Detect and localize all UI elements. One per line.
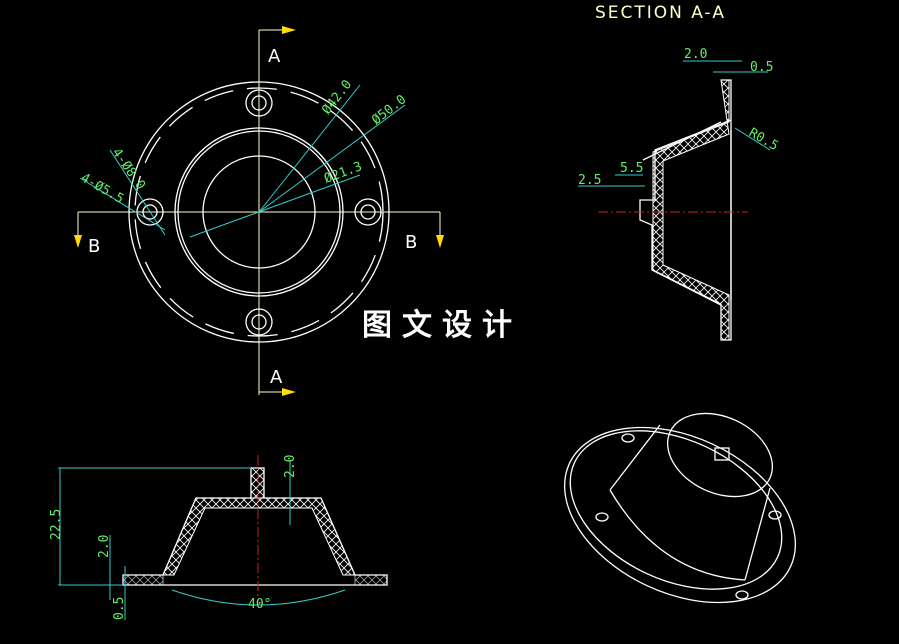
dim-section-2-0: 2.0 — [684, 47, 707, 62]
front-view: 22.5 2.0 2.0 0.5 40° — [49, 455, 388, 620]
dim-4-holes-8: 4-Ø8.0 — [109, 146, 148, 193]
dim-dia-21-3: Ø21.3 — [322, 159, 364, 186]
dim-flange-2-0: 2.0 — [97, 535, 112, 558]
dim-section-5-5: 5.5 — [620, 161, 643, 176]
dim-top-thickness-2-0: 2.0 — [283, 455, 298, 478]
dim-radius-0-5: R0.5 — [746, 125, 781, 154]
section-mark-a-top: A — [268, 46, 281, 67]
dim-flange-0-5: 0.5 — [112, 597, 127, 620]
isometric-view — [563, 412, 797, 604]
dim-section-2-5: 2.5 — [578, 173, 601, 188]
dim-dia-50: Ø50.0 — [369, 92, 409, 128]
section-mark-b-right: B — [405, 232, 417, 253]
dim-section-0-5: 0.5 — [750, 60, 773, 75]
dim-angle-40: 40° — [248, 597, 271, 612]
section-mark-b-left: B — [88, 236, 100, 257]
section-title: SECTION A-A — [595, 3, 726, 23]
dim-height-22-5: 22.5 — [49, 509, 64, 540]
dim-4-holes-5-5: 4-Ø5.5 — [78, 170, 126, 206]
section-a-a: SECTION A-A 2.0 0.5 R0.5 2.5 5.5 — [578, 3, 781, 341]
section-mark-a-bottom: A — [270, 367, 283, 388]
watermark: 图文设计 — [362, 308, 522, 343]
